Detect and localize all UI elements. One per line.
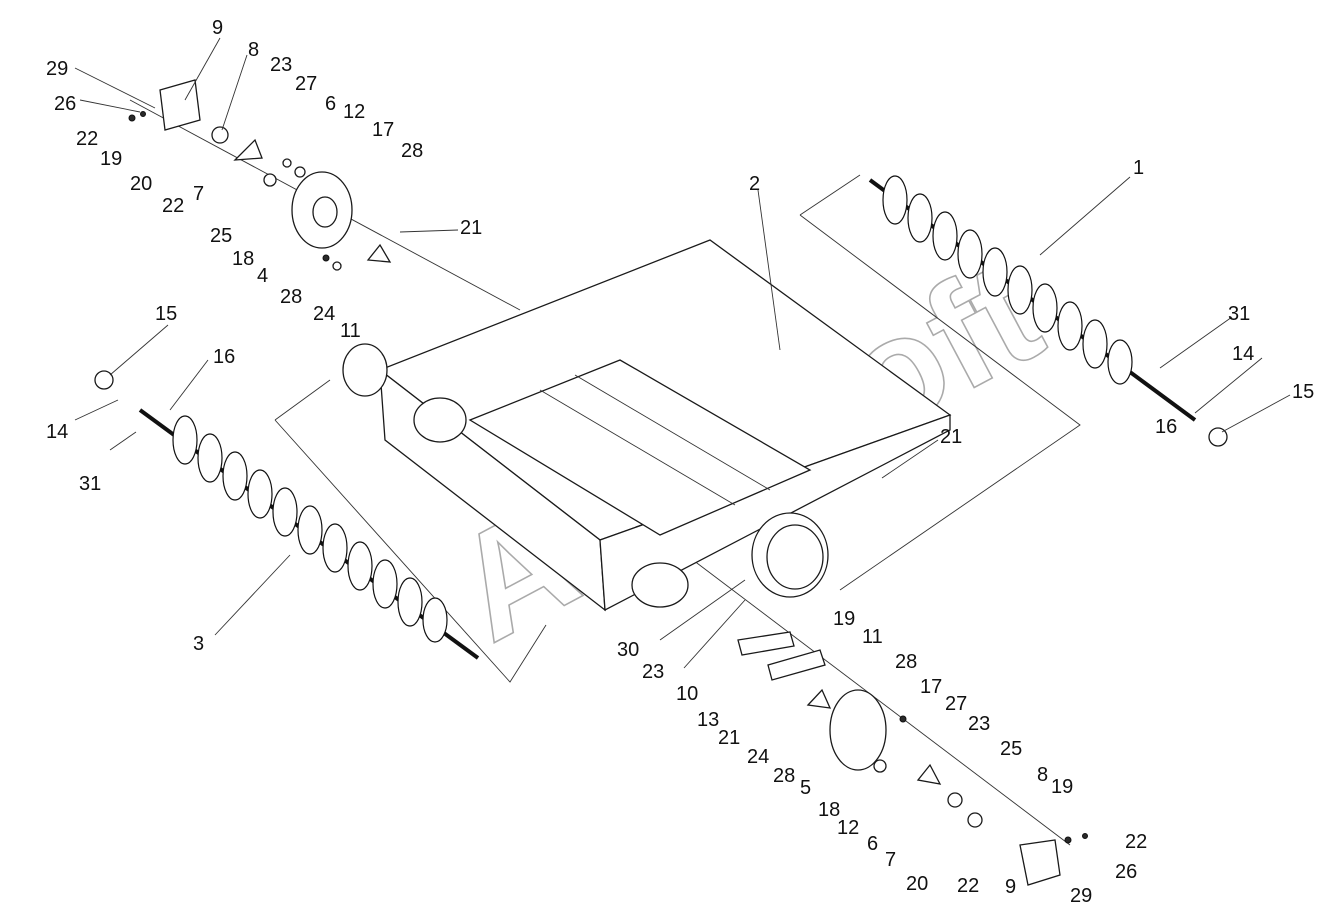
callout-3: 3 xyxy=(193,633,204,655)
auger-1 xyxy=(868,175,1197,422)
callout-9a: 9 xyxy=(212,17,223,39)
callout-6a: 6 xyxy=(325,93,336,115)
callout-28c: 28 xyxy=(895,651,917,673)
callout-23c: 23 xyxy=(968,713,990,735)
assembly-guide-lines xyxy=(129,99,1081,846)
callout-12b: 12 xyxy=(837,817,859,839)
callout-18b: 18 xyxy=(818,799,840,821)
callout-26b: 26 xyxy=(1115,861,1137,883)
callout-22a: 22 xyxy=(76,128,98,150)
auger-3 xyxy=(138,408,480,660)
callout-22d: 22 xyxy=(957,875,979,897)
callout-21a: 21 xyxy=(460,217,482,239)
callout-28a: 28 xyxy=(401,140,423,162)
callout-9b: 9 xyxy=(1005,876,1016,898)
callout-26a: 26 xyxy=(54,93,76,115)
callout-19c: 19 xyxy=(1051,776,1073,798)
callout-11b: 11 xyxy=(862,626,883,648)
hardware-top-left xyxy=(128,79,392,271)
callout-16a: 16 xyxy=(213,346,235,368)
callout-30: 30 xyxy=(617,639,639,661)
callout-11a: 11 xyxy=(340,320,361,342)
callout-14b: 14 xyxy=(46,421,68,443)
callout-1: 1 xyxy=(1133,157,1144,179)
callout-28d: 28 xyxy=(773,765,795,787)
callout-20a: 20 xyxy=(130,173,152,195)
callout-21b: 21 xyxy=(940,426,962,448)
callout-22c: 22 xyxy=(1125,831,1147,853)
callout-25b: 25 xyxy=(1000,738,1022,760)
callout-31b: 31 xyxy=(79,473,101,495)
callout-24a: 24 xyxy=(313,303,335,325)
callout-19b: 19 xyxy=(833,608,855,630)
callout-14a: 14 xyxy=(1232,343,1254,365)
callout-27b: 27 xyxy=(945,693,967,715)
callout-27a: 27 xyxy=(295,73,317,95)
callout-23b: 23 xyxy=(642,661,664,683)
callout-18a: 18 xyxy=(232,248,254,270)
callout-22b: 22 xyxy=(162,195,184,217)
callout-12a: 12 xyxy=(343,101,365,123)
callout-13: 13 xyxy=(697,709,719,731)
callout-29a: 29 xyxy=(46,58,68,80)
callout-16b: 16 xyxy=(1155,416,1177,438)
callout-24b: 24 xyxy=(747,746,769,768)
trough-housing xyxy=(342,239,952,612)
leader-lines xyxy=(74,37,1291,669)
callout-7a: 7 xyxy=(193,183,204,205)
callout-29b: 29 xyxy=(1070,885,1092,907)
hardware-bottom-right xyxy=(94,370,1228,886)
callout-31a: 31 xyxy=(1228,303,1250,325)
callout-15a: 15 xyxy=(155,303,177,325)
callout-8a: 8 xyxy=(248,39,259,61)
callout-7b: 7 xyxy=(885,849,896,871)
callout-8b: 8 xyxy=(1037,764,1048,786)
callout-15b: 15 xyxy=(1292,381,1314,403)
callout-10: 10 xyxy=(676,683,698,705)
callout-2: 2 xyxy=(749,173,760,195)
callout-25a: 25 xyxy=(210,225,232,247)
callout-23a: 23 xyxy=(270,54,292,76)
callout-28b: 28 xyxy=(280,286,302,308)
callout-6b: 6 xyxy=(867,833,878,855)
callout-labels: 1 2 3 4 5 6 6 7 7 8 8 9 9 10 11 11 12 12… xyxy=(46,17,1314,907)
callout-5: 5 xyxy=(800,777,811,799)
callout-17a: 17 xyxy=(372,119,394,141)
callout-4: 4 xyxy=(257,265,268,287)
callout-17b: 17 xyxy=(920,676,942,698)
callout-21c: 21 xyxy=(718,727,740,749)
callout-19a: 19 xyxy=(100,148,122,170)
callout-20b: 20 xyxy=(906,873,928,895)
